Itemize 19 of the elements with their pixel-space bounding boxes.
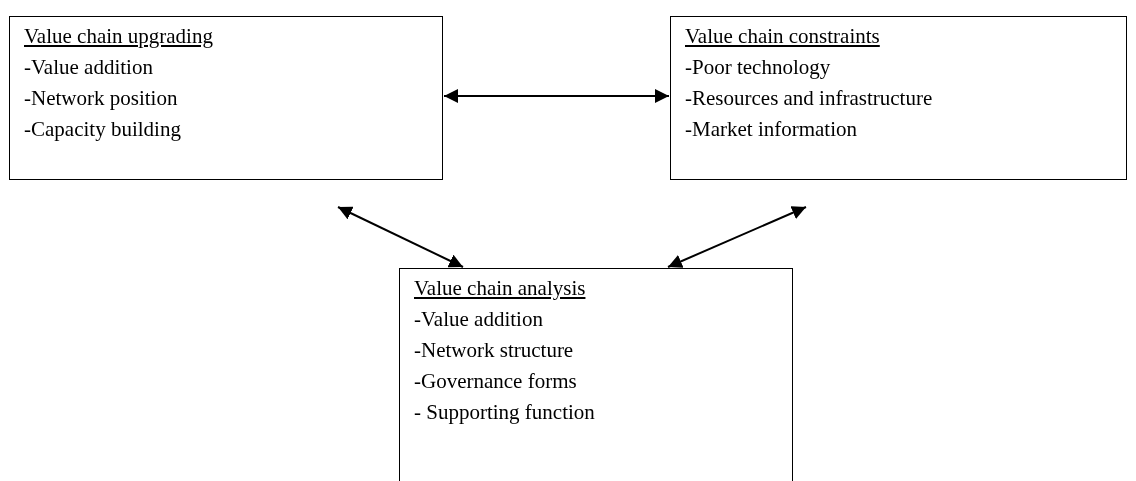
text-box [670, 16, 1127, 180]
double-arrow [443, 89, 670, 103]
list-item: -Value addition [414, 306, 543, 333]
list-item: -Value addition [24, 54, 153, 81]
box-heading: Value chain constraints [685, 23, 880, 50]
list-item: -Capacity building [24, 116, 181, 143]
box-heading: Value chain upgrading [24, 23, 213, 50]
text-box [9, 16, 443, 180]
list-item: -Resources and infrastructure [685, 85, 933, 112]
list-item: -Governance forms [414, 368, 577, 395]
double-arrow [337, 206, 464, 268]
text-box [399, 268, 793, 481]
list-item: -Poor technology [685, 54, 831, 81]
double-arrow [667, 206, 807, 268]
list-item: -Network structure [414, 337, 574, 364]
list-item: -Market information [685, 116, 858, 143]
list-item: -Network position [24, 85, 178, 112]
box-heading: Value chain analysis [414, 275, 586, 302]
list-item: - Supporting function [414, 399, 595, 426]
